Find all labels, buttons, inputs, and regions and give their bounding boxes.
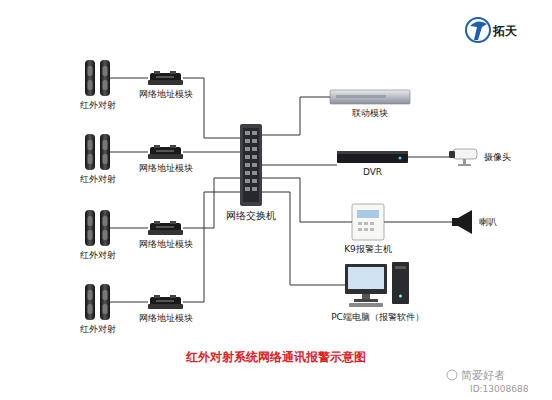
address-module: 网络地址模块 [148, 221, 183, 235]
network-cable [110, 152, 148, 153]
watermark: 简爱好者 [461, 368, 505, 383]
logo-text: 拓天 [493, 23, 517, 40]
device-label: 摄像头 [483, 152, 512, 162]
network-cable [262, 97, 330, 135]
device-label: K9报警主机 [343, 244, 393, 254]
network-cable [262, 165, 337, 166]
address-module: 网络地址模块 [148, 295, 183, 309]
network-cable [262, 192, 345, 285]
device-label: 红外对射 [79, 324, 117, 334]
network-switch: 网络交换机 [240, 124, 262, 206]
device-label: 网络地址模块 [138, 163, 194, 173]
network-cable [110, 228, 148, 229]
infrared-beam: 红外对射 [85, 134, 110, 170]
device-label: 红外对射 [79, 250, 117, 260]
device-label: PC端电脑（报警软件） [330, 312, 425, 322]
device-label: 网络交换机 [225, 210, 277, 222]
infrared-beam: 红外对射 [85, 284, 110, 320]
device-label: 网络地址模块 [138, 239, 194, 249]
infrared-beam: 红外对射 [85, 60, 110, 96]
device-label: 红外对射 [79, 174, 117, 184]
speaker: 喇叭 [452, 210, 472, 234]
network-cable [384, 222, 452, 223]
watermark-id: ID:13008688 [470, 384, 528, 394]
alarm-host: K9报警主机 [352, 204, 384, 240]
pc-computer: PC端电脑（报警软件） [345, 262, 410, 308]
device-label: 联动模块 [351, 108, 389, 118]
address-module: 网络地址模块 [148, 71, 183, 85]
network-cable [110, 78, 148, 79]
device-label: 网络地址模块 [138, 89, 194, 99]
diagram-caption: 红外对射系统网络通讯报警示意图 [186, 349, 366, 366]
network-cable [183, 152, 240, 153]
device-label: 网络地址模块 [138, 313, 194, 323]
network-cable [110, 302, 148, 303]
network-cable [183, 78, 240, 138]
network-cable [408, 157, 449, 158]
device-label: 红外对射 [79, 100, 117, 110]
address-module: 网络地址模块 [148, 145, 183, 159]
linkage-module: 联动模块 [330, 90, 410, 104]
device-label: 喇叭 [478, 217, 498, 227]
camera: 摄像头 [449, 149, 477, 166]
device-label: DVR [362, 167, 383, 177]
dvr: DVR [337, 151, 408, 163]
infrared-beam: 红外对射 [85, 210, 110, 246]
